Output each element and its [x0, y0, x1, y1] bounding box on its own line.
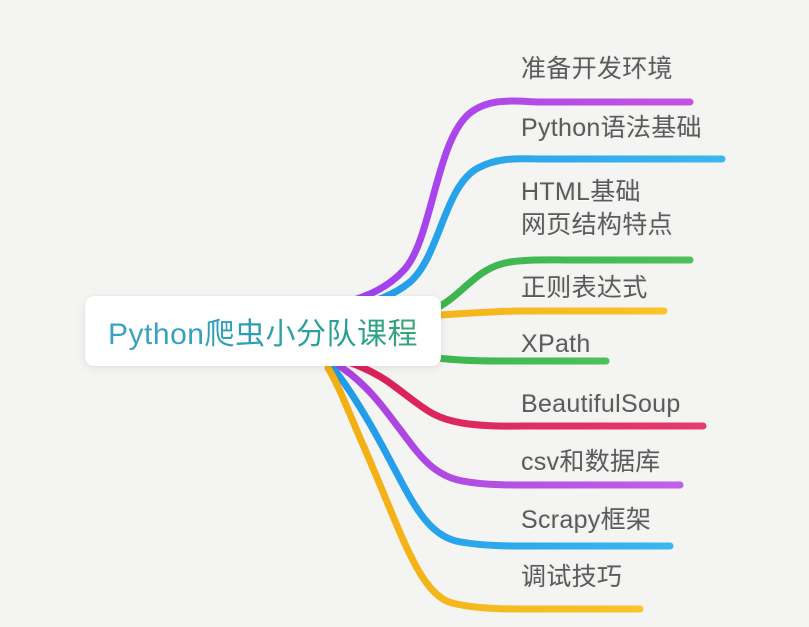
branch-label-text: 调试技巧	[521, 563, 623, 591]
branch-label-text: BeautifulSoup	[521, 390, 681, 418]
branch-curve-csv-and-database[interactable]	[328, 358, 684, 489]
branch-label-csv-and-database[interactable]: csv和数据库	[521, 446, 661, 479]
branch-label-debugging-skills[interactable]: 调试技巧	[521, 561, 622, 594]
branch-label-html-basics[interactable]: HTML基础网页结构特点	[521, 176, 673, 242]
branch-label-text-line2: 网页结构特点	[521, 211, 673, 239]
branch-label-text: csv和数据库	[521, 448, 661, 476]
branch-label-text: XPath	[521, 330, 591, 358]
root-node[interactable]: Python爬虫小分队课程	[85, 296, 441, 366]
branch-label-beautifulsoup[interactable]: BeautifulSoup	[521, 388, 681, 421]
branch-label-scrapy-framework[interactable]: Scrapy框架	[521, 504, 651, 537]
root-node-label: Python爬虫小分队课程	[108, 309, 418, 353]
branch-label-text: Python语法基础	[521, 114, 702, 142]
branch-label-regular-expression[interactable]: 正则表达式	[521, 272, 648, 305]
branch-label-text: 正则表达式	[521, 274, 648, 302]
branch-label-text: Scrapy框架	[521, 506, 652, 534]
branch-label-prepare-dev-env[interactable]: 准备开发环境	[521, 53, 673, 86]
branch-label-xpath[interactable]: XPath	[521, 328, 591, 361]
branch-label-text: 准备开发环境	[521, 55, 673, 83]
branch-curve-debugging-skills[interactable]	[324, 364, 644, 613]
branch-label-text: HTML基础	[521, 178, 641, 206]
branch-label-python-syntax-basics[interactable]: Python语法基础	[521, 112, 702, 145]
branch-curve-prepare-dev-env[interactable]	[330, 97, 694, 311]
branch-curve-scrapy-framework[interactable]	[326, 361, 674, 550]
branch-curve-beautifulsoup[interactable]	[330, 354, 707, 430]
